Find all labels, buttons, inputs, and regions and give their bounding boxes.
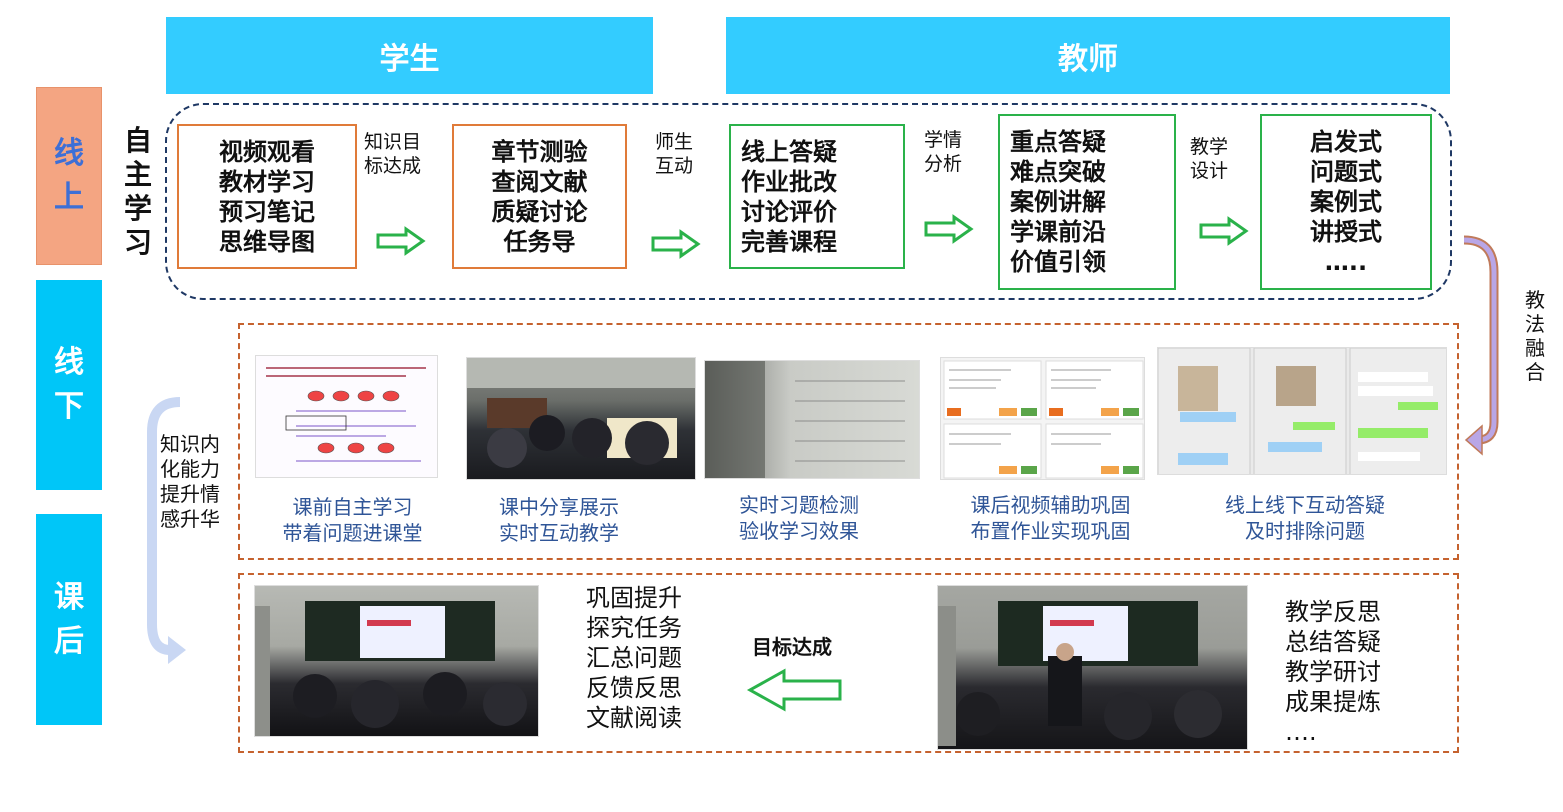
section-offline: 线 下 [36,280,102,490]
right-arrow-icon [376,226,426,256]
homework-app-illustration [943,360,1144,479]
arrow-label-interaction: 师生 互动 [655,131,694,177]
teacher-activity-box-1: 线上答疑 作业批改 讨论评价 完善课程 [729,124,905,269]
header-student: 学生 [166,17,653,94]
classroom-photo [466,357,696,480]
after-class-photo-1 [254,585,539,737]
offline-caption-4: 课后视频辅助巩固 布置作业实现巩固 [970,493,1131,543]
header-student-label: 学生 [379,41,440,77]
section-online: 线 上 [36,87,102,265]
section-offline-char: 线 [54,345,84,380]
chat-screenshot [1157,347,1447,475]
curved-return-arrow-icon [147,397,186,664]
section-online-char: 线 [54,136,84,171]
offline-dashed-container [238,323,1459,560]
notebook-illustration [705,361,905,478]
mindmap-photo [255,355,438,478]
chat-app-illustration [1158,348,1446,474]
mindmap-illustration [266,367,426,462]
online-dashed-container [165,103,1452,300]
classroom-screen-illustration [255,601,527,736]
arrow-label-design: 教学 设计 [1190,136,1229,182]
section-after-char: 后 [54,623,84,659]
offline-caption-2: 课中分享展示 实时互动教学 [499,495,619,545]
right-arrow-icon [1199,216,1249,246]
offline-caption-1: 课前自主学习 带着问题进课堂 [282,495,423,545]
section-after-char: 课 [54,579,84,615]
curved-down-arrow-icon [1463,235,1499,456]
self-study-label: 自 主 学 习 [123,124,152,259]
classroom-illustration [467,358,695,468]
section-after-class: 课 后 [36,514,102,725]
offline-caption-5: 线上线下互动答疑 及时排除问题 [1225,493,1385,543]
method-fusion-label: 教 法 融 合 [1525,288,1545,384]
arrow-label-knowledge-goal: 知识目 标达成 [364,131,422,177]
right-arrow-icon [924,214,974,244]
header-teacher: 教师 [726,17,1450,94]
after-class-teacher-list: 教学反思 总结答疑 教学研讨 成果提炼 …. [1285,598,1381,746]
section-offline-char: 下 [54,389,84,424]
homework-screenshot [940,357,1145,480]
teaching-method-box: 启发式 问题式 案例式 讲授式 ….. [1260,114,1432,290]
header-teacher-label: 教师 [1058,41,1118,77]
student-activity-box-2: 章节测验 查阅文献 质疑讨论 任务导 [452,124,627,269]
arrow-label-analysis: 学情 分析 [924,129,963,175]
section-online-char: 上 [54,180,84,215]
offline-caption-3: 实时习题检测 验收学习效果 [739,493,859,543]
after-class-dashed-container [238,573,1459,753]
internalize-label: 知识内 化能力 提升情 感升华 [160,432,220,531]
classroom-teacher-illustration [938,601,1222,746]
teacher-activity-box-2: 重点答疑 难点突破 案例讲解 学课前沿 价值引领 [998,114,1176,290]
right-arrow-icon [651,229,701,259]
student-activity-box-1: 视频观看 教材学习 预习笔记 思维导图 [177,124,357,269]
left-arrow-icon [746,668,842,712]
goal-achieved-label: 目标达成 [752,635,832,659]
after-class-photo-2 [937,585,1248,750]
exercise-photo [704,360,920,479]
after-class-student-list: 巩固提升 探究任务 汇总问题 反馈反思 文献阅读 [586,584,682,732]
